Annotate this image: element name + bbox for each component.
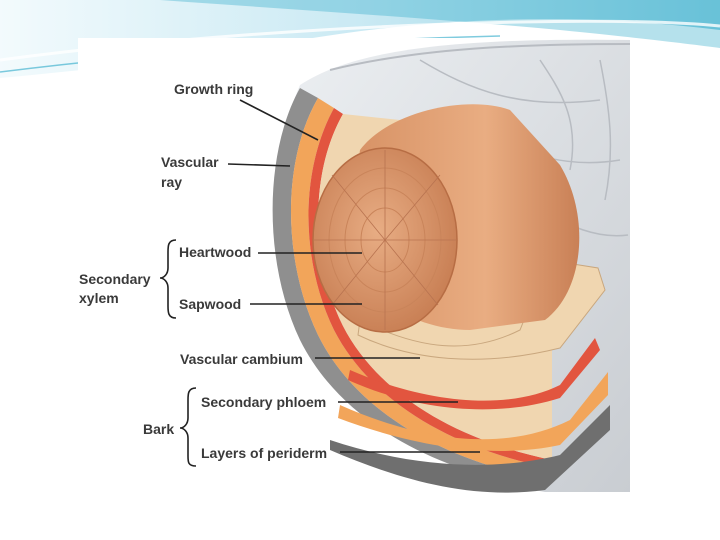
phloem-flap (338, 372, 608, 451)
label-vascular-ray-line1: Vascular (161, 154, 219, 170)
cambium-flap (348, 338, 600, 410)
label-bark: Bark (143, 421, 174, 437)
label-vascular-ray-line2: ray (161, 174, 182, 190)
label-layers-of-periderm: Layers of periderm (201, 445, 327, 461)
label-secondary-xylem-line1: Secondary (79, 271, 151, 287)
periderm-flap (330, 405, 610, 493)
label-growth-ring: Growth ring (174, 81, 253, 97)
label-sapwood: Sapwood (179, 296, 241, 312)
secondary-xylem-brace (159, 239, 177, 319)
leader-lines (227, 99, 480, 453)
label-secondary-phloem: Secondary phloem (201, 394, 326, 410)
label-secondary-xylem-line2: xylem (79, 290, 119, 306)
label-heartwood: Heartwood (179, 244, 251, 260)
heartwood-cylinder (312, 104, 580, 333)
bark-brace (179, 387, 197, 467)
label-vascular-cambium: Vascular cambium (180, 351, 303, 367)
